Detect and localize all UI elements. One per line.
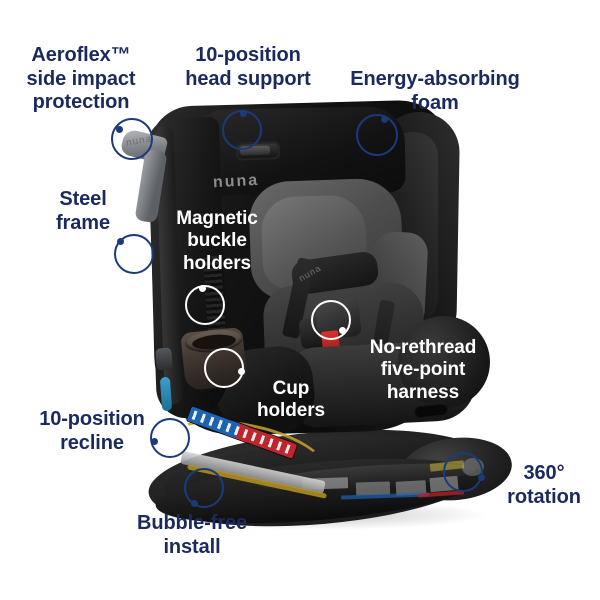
callout-dot-no-rethread-five-point-harness (339, 327, 346, 334)
callout-label-steel-frame[interactable]: Steel frame (56, 188, 110, 234)
side-release-tab (155, 347, 173, 371)
callout-ring-bubble-free-install (184, 468, 224, 508)
callout-ring-360-rotation (443, 452, 483, 492)
callout-dot-360-rotation (478, 474, 485, 481)
callout-dot-ten-position-head-support (240, 110, 247, 117)
brand-logo-headrest: nuna (212, 171, 260, 192)
callout-label-aeroflex-side-impact-protection[interactable]: Aeroflex™ side impact protection (26, 44, 136, 114)
callout-label-magnetic-buckle-holders[interactable]: Magnetic buckle holders (176, 208, 258, 274)
callout-label-ten-position-head-support[interactable]: 10-position head support (185, 44, 311, 90)
callout-label-360-rotation[interactable]: 360° rotation (507, 462, 581, 508)
callout-dot-magnetic-buckle-holders (199, 285, 206, 292)
callout-ring-no-rethread-five-point-harness (311, 300, 351, 340)
callout-label-ten-position-recline[interactable]: 10-position recline (39, 408, 145, 454)
callout-dot-energy-absorbing-foam (381, 116, 388, 123)
callout-dot-cup-holders (238, 368, 245, 375)
callout-ring-magnetic-buckle-holders (185, 285, 225, 325)
callout-dot-aeroflex-side-impact-protection (116, 126, 123, 133)
callout-label-cup-holders[interactable]: Cup holders (257, 378, 325, 422)
callout-ring-energy-absorbing-foam (356, 114, 398, 156)
callout-ring-cup-holders (204, 348, 244, 388)
callout-label-bubble-free-install[interactable]: Bubble-free install (136, 512, 248, 558)
callout-dot-steel-frame (117, 238, 124, 245)
callout-ring-ten-position-recline (150, 418, 190, 458)
right-seat-bolster (398, 316, 490, 408)
callout-ring-aeroflex-side-impact-protection (111, 118, 153, 160)
callout-ring-steel-frame (114, 234, 154, 274)
callout-label-no-rethread-five-point-harness[interactable]: No-rethread five-point harness (369, 337, 477, 403)
callout-label-energy-absorbing-foam[interactable]: Energy-absorbing foam (350, 68, 520, 114)
callout-dot-bubble-free-install (191, 500, 198, 507)
callout-dot-ten-position-recline (151, 438, 158, 445)
